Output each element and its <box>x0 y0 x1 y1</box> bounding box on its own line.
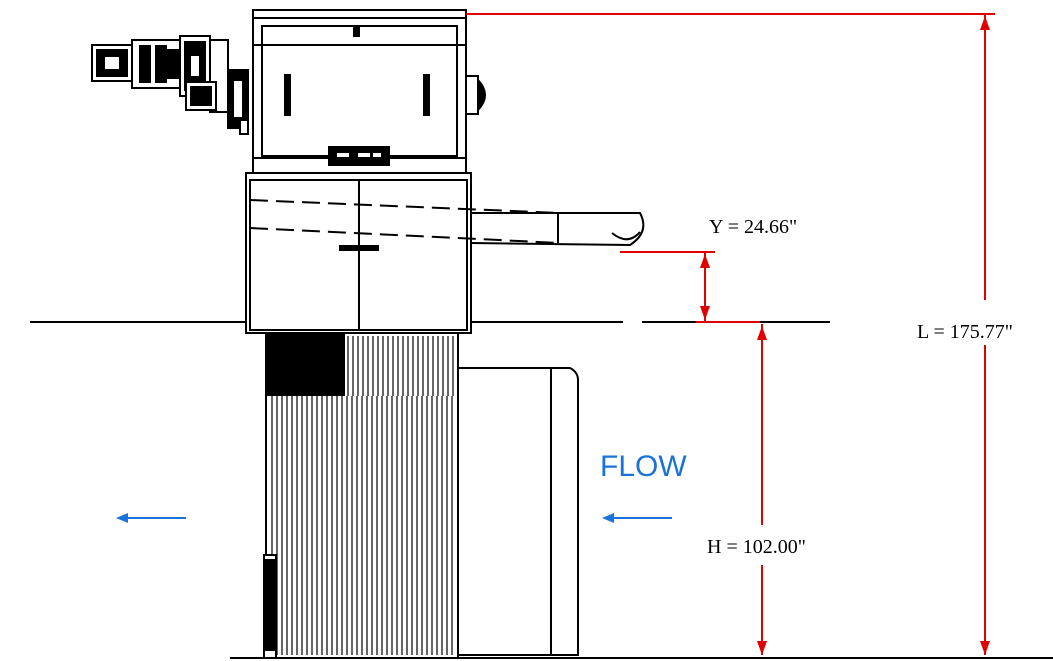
discharge-trough <box>249 199 645 247</box>
screen-basket <box>263 332 459 659</box>
flow-arrow-right <box>602 513 672 523</box>
motor-gearbox <box>91 35 249 135</box>
dimension-l-label: L = 175.77" <box>917 321 1013 343</box>
inlet-box <box>457 367 579 656</box>
dimension-y-label: Y = 24.66" <box>709 216 797 238</box>
drum-housing <box>252 9 467 174</box>
cabinet <box>245 172 472 334</box>
dimension-h-label: H = 102.00" <box>707 536 806 558</box>
flow-arrow-left <box>116 513 186 523</box>
flow-label: FLOW <box>600 450 687 483</box>
dimension-h <box>757 324 767 655</box>
dimension-y <box>620 251 760 323</box>
right-bearing <box>465 75 486 115</box>
dimension-l <box>466 13 995 655</box>
